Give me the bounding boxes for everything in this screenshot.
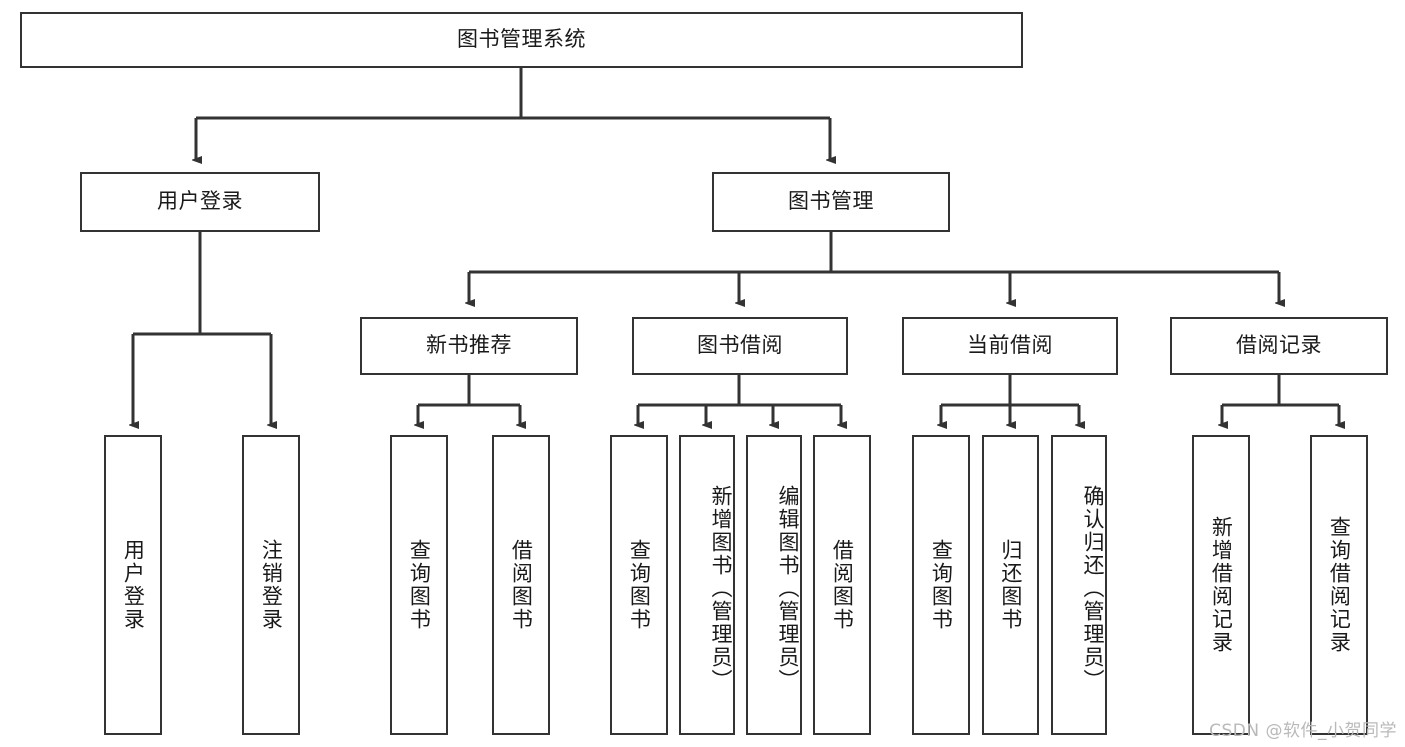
- node-new-book-recommend[interactable]: 新书推荐: [360, 317, 578, 375]
- node-leaf-borrow-book-recommend[interactable]: 借阅图书: [492, 435, 550, 735]
- node-root-book-management-system[interactable]: 图书管理系统: [20, 12, 1023, 68]
- node-leaf-borrow-book[interactable]: 借阅图书: [813, 435, 871, 735]
- node-borrow-record[interactable]: 借阅记录: [1170, 317, 1388, 375]
- node-leaf-logout[interactable]: 注销登录: [242, 435, 300, 735]
- node-leaf-confirm-return-admin[interactable]: 确认归还（管理员）: [1051, 435, 1107, 735]
- node-user-login[interactable]: 用户登录: [80, 172, 320, 232]
- csdn-watermark: CSDN @软件_小贺同学: [1209, 721, 1397, 741]
- node-leaf-query-book-recommend[interactable]: 查询图书: [390, 435, 448, 735]
- node-leaf-add-borrow-record[interactable]: 新增借阅记录: [1192, 435, 1250, 735]
- node-leaf-return-book[interactable]: 归还图书: [982, 435, 1039, 735]
- node-leaf-add-book-admin[interactable]: 新增图书（管理员）: [679, 435, 735, 735]
- node-leaf-query-book-borrow[interactable]: 查询图书: [610, 435, 668, 735]
- node-leaf-edit-book-admin[interactable]: 编辑图书（管理员）: [746, 435, 802, 735]
- node-book-borrow[interactable]: 图书借阅: [632, 317, 848, 375]
- node-book-management[interactable]: 图书管理: [712, 172, 950, 232]
- node-current-borrow[interactable]: 当前借阅: [902, 317, 1118, 375]
- node-leaf-user-login[interactable]: 用户登录: [104, 435, 162, 735]
- node-leaf-query-book-current[interactable]: 查询图书: [912, 435, 970, 735]
- node-leaf-query-borrow-record[interactable]: 查询借阅记录: [1310, 435, 1368, 735]
